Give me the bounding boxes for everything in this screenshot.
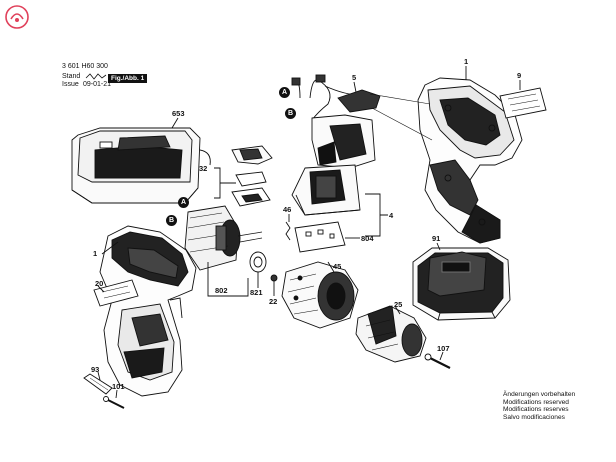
part-label-9: 9 <box>517 71 522 80</box>
stand-label: Stand <box>62 73 81 80</box>
part-label-804: 804 <box>361 234 374 243</box>
charger-drawing <box>71 127 211 204</box>
stand-value-scribble <box>85 73 107 80</box>
switch-module-drawing <box>291 74 376 216</box>
part-label-46: 46 <box>283 205 292 214</box>
part-number: 3 601 H60 300 <box>62 63 108 70</box>
modification-notes: Änderungen vorbehalten Modifications res… <box>503 391 575 421</box>
callout-b-top: B <box>285 108 296 119</box>
motor-drawing <box>184 205 263 297</box>
figure-label: Fig./Abb. 1 <box>108 74 148 83</box>
chuck-drawing <box>355 305 427 363</box>
battery-drawing <box>412 247 511 321</box>
part-label-101: 101 <box>112 382 125 391</box>
issue-date: 09-01-21 <box>83 81 112 88</box>
gearbox-drawing <box>281 261 359 329</box>
part-label-4: 4 <box>389 211 394 220</box>
part-label-1-housing: 1 <box>464 57 469 66</box>
part-label-20: 20 <box>95 279 104 288</box>
part-label-45: 45 <box>333 262 342 271</box>
part-label-22: 22 <box>269 297 278 306</box>
note-english: Modifications reserved <box>503 398 569 406</box>
part-label-107: 107 <box>437 344 450 353</box>
issue-label: Issue <box>62 81 79 88</box>
part-label-802: 802 <box>215 286 228 295</box>
part-label-1-left: 1 <box>93 249 98 258</box>
note-spanish: Salvo modificaciones <box>503 413 565 421</box>
note-german: Änderungen vorbehalten <box>503 391 576 398</box>
housing-half-drawing <box>417 77 523 244</box>
callout-a-top: A <box>279 87 290 98</box>
part-label-91: 91 <box>432 234 441 243</box>
part-label-32: 32 <box>199 164 208 173</box>
part-label-93: 93 <box>91 365 100 374</box>
part-label-5: 5 <box>352 73 357 82</box>
brand-watermark-icon <box>5 5 29 29</box>
note-french: Modifications reserves <box>503 406 569 414</box>
housing-left-drawing <box>99 225 197 397</box>
part-label-25: 25 <box>394 300 403 309</box>
part-label-653: 653 <box>172 109 185 118</box>
callout-b-motor: B <box>166 215 177 226</box>
callout-a-motor: A <box>178 197 189 208</box>
part-label-821: 821 <box>250 288 263 297</box>
